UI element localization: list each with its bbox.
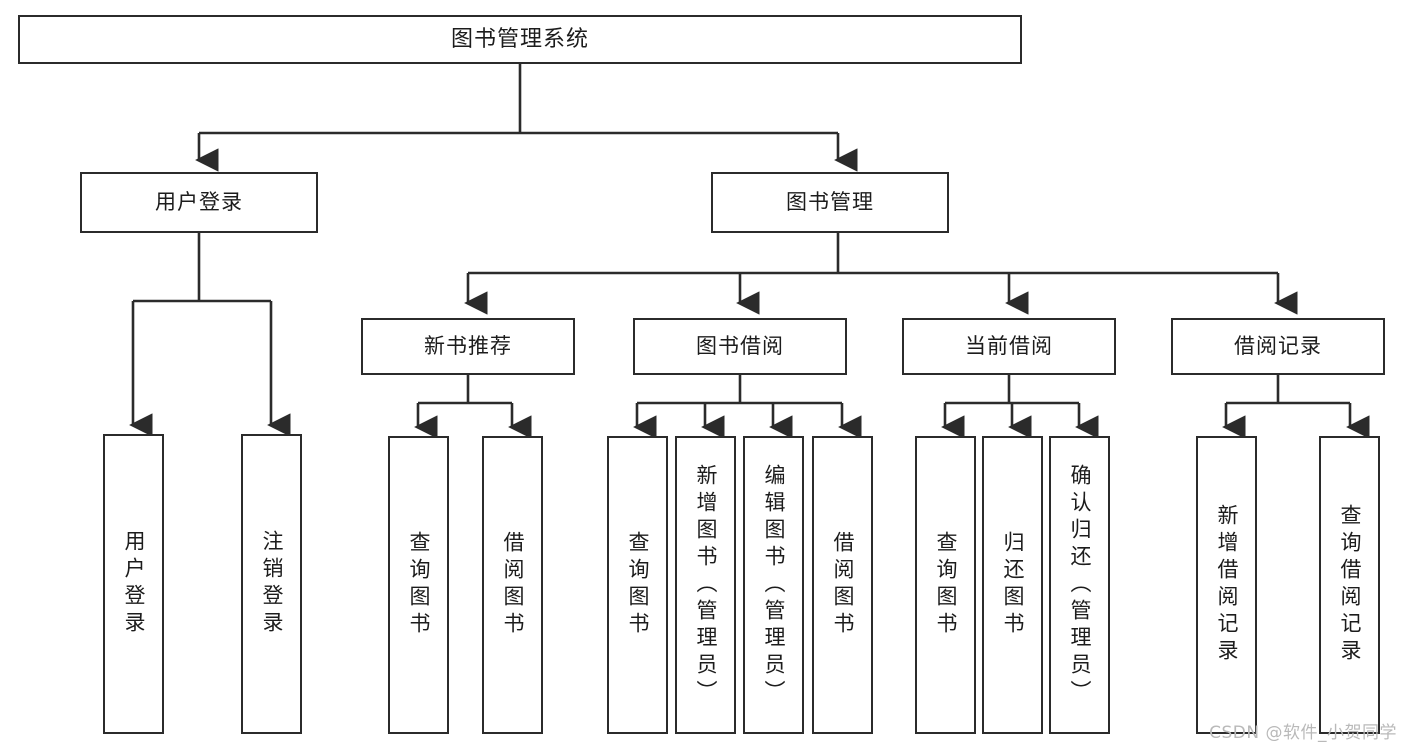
leaf-current-query-book[interactable]: 查询图书 bbox=[915, 436, 976, 734]
node-new-book-recommendation[interactable]: 新书推荐 bbox=[361, 318, 575, 375]
node-label: 查询图书 bbox=[626, 531, 650, 639]
leaf-borrow-edit-book-admin[interactable]: 编辑图书（管理员） bbox=[743, 436, 804, 734]
leaf-logout[interactable]: 注销登录 bbox=[241, 434, 302, 734]
node-root-book-management-system[interactable]: 图书管理系统 bbox=[18, 15, 1022, 64]
node-label: 归还图书 bbox=[1001, 531, 1025, 639]
node-label: 图书管理系统 bbox=[450, 26, 589, 52]
leaf-user-login[interactable]: 用户登录 bbox=[103, 434, 164, 734]
node-label: 用户登录 bbox=[155, 190, 243, 214]
node-label: 确认归还（管理员） bbox=[1068, 463, 1092, 707]
node-label: 图书借阅 bbox=[696, 334, 784, 358]
node-book-management[interactable]: 图书管理 bbox=[711, 172, 949, 233]
node-borrow-record[interactable]: 借阅记录 bbox=[1171, 318, 1385, 375]
leaf-current-return-book[interactable]: 归还图书 bbox=[982, 436, 1043, 734]
node-label: 查询图书 bbox=[407, 531, 431, 639]
leaf-recommend-query-book[interactable]: 查询图书 bbox=[388, 436, 449, 734]
node-label: 借阅图书 bbox=[501, 531, 525, 639]
node-book-borrow[interactable]: 图书借阅 bbox=[633, 318, 847, 375]
node-label: 注销登录 bbox=[260, 530, 284, 638]
node-label: 新书推荐 bbox=[424, 334, 512, 358]
node-label: 查询图书 bbox=[934, 531, 958, 639]
node-user-login[interactable]: 用户登录 bbox=[80, 172, 318, 233]
leaf-recommend-borrow-book[interactable]: 借阅图书 bbox=[482, 436, 543, 734]
leaf-borrow-add-book-admin[interactable]: 新增图书（管理员） bbox=[675, 436, 736, 734]
node-label: 借阅记录 bbox=[1234, 334, 1322, 358]
node-label: 编辑图书（管理员） bbox=[762, 463, 786, 707]
node-label: 用户登录 bbox=[122, 530, 146, 638]
node-label: 图书管理 bbox=[786, 190, 874, 214]
leaf-current-confirm-return-admin[interactable]: 确认归还（管理员） bbox=[1049, 436, 1110, 734]
node-current-borrow[interactable]: 当前借阅 bbox=[902, 318, 1116, 375]
node-label: 新增借阅记录 bbox=[1215, 504, 1239, 666]
node-label: 借阅图书 bbox=[831, 531, 855, 639]
node-label: 新增图书（管理员） bbox=[694, 463, 718, 707]
leaf-record-query-borrow-record[interactable]: 查询借阅记录 bbox=[1319, 436, 1380, 734]
leaf-borrow-query-book[interactable]: 查询图书 bbox=[607, 436, 668, 734]
node-label: 当前借阅 bbox=[965, 334, 1053, 358]
csdn-watermark: CSDN @软件_小贺同学 bbox=[1209, 723, 1397, 743]
leaf-borrow-borrow-book[interactable]: 借阅图书 bbox=[812, 436, 873, 734]
leaf-record-add-borrow-record[interactable]: 新增借阅记录 bbox=[1196, 436, 1257, 734]
node-label: 查询借阅记录 bbox=[1338, 504, 1362, 666]
